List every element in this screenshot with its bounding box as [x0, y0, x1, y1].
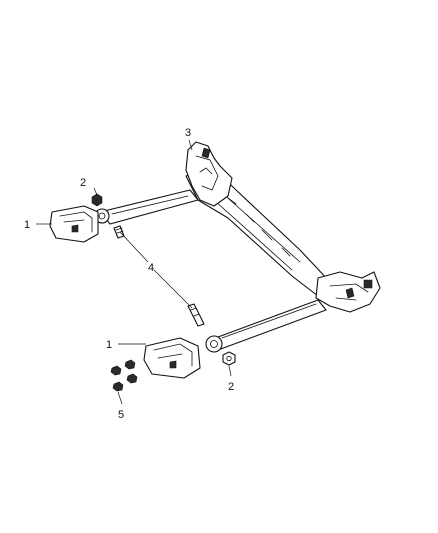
mount-bracket-upper	[49, 205, 99, 243]
callout-2-upper: 2	[80, 177, 86, 189]
leader-4	[119, 231, 193, 309]
callout-4: 4	[148, 262, 154, 274]
leader-2-upper	[93, 187, 98, 196]
fastener	[110, 365, 122, 376]
upper-trailing-arm	[94, 189, 199, 225]
nut-upper	[91, 193, 103, 207]
nut-lower	[222, 351, 236, 366]
fastener	[124, 359, 136, 370]
bolt-lower	[187, 303, 205, 327]
leader-3	[188, 139, 193, 151]
axle-crossmember	[185, 141, 381, 313]
fastener	[112, 381, 124, 392]
callout-2-lower: 2	[228, 381, 234, 393]
callout-3: 3	[185, 127, 191, 139]
leader-2-lower	[228, 365, 232, 377]
leader-5	[117, 391, 123, 405]
callout-5: 5	[118, 409, 124, 421]
fastener-set	[110, 359, 138, 392]
callout-1-upper: 1	[24, 219, 30, 231]
bolt-upper	[113, 225, 125, 239]
lower-trailing-arm	[205, 299, 327, 353]
mount-bracket-lower	[143, 337, 201, 379]
fastener	[126, 373, 138, 384]
callout-1-lower: 1	[106, 339, 112, 351]
